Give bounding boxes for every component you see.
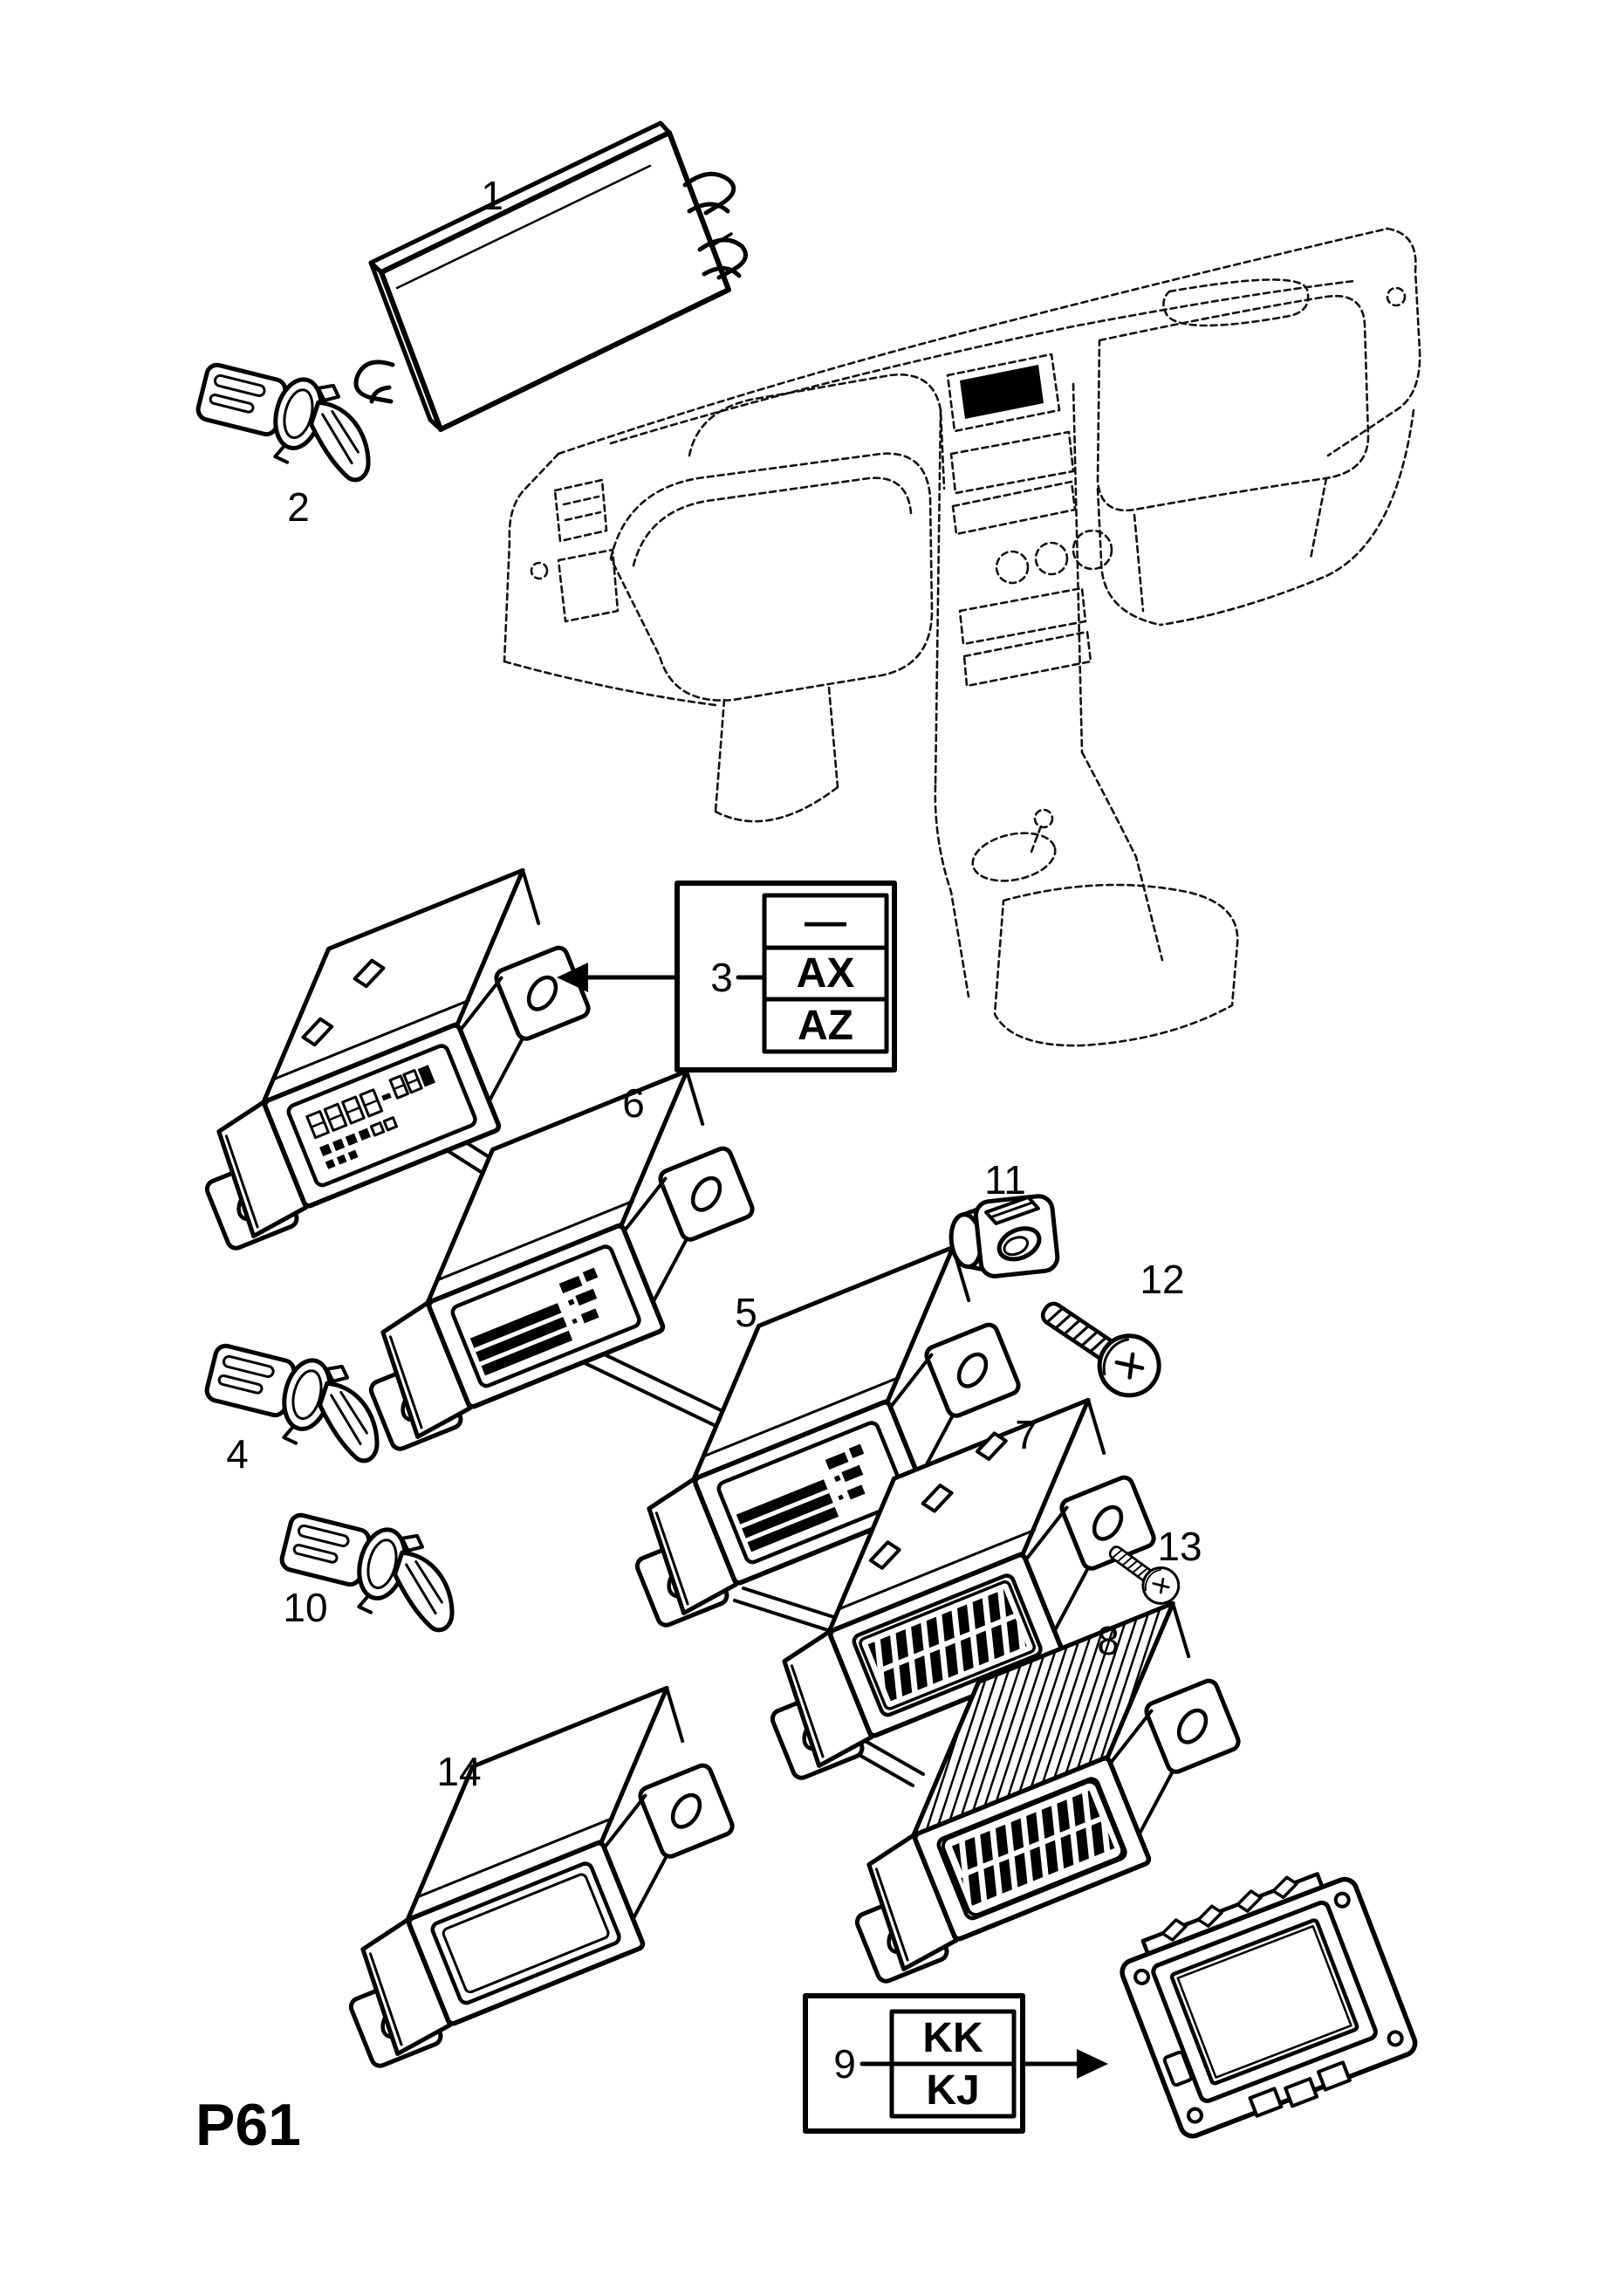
retainer-clip-icon [1161, 1875, 1298, 1942]
page-code: P61 [195, 2092, 301, 2158]
callout-11: 11 [984, 1157, 1026, 1203]
option-row-kk: KK [922, 2015, 983, 2061]
option-table-3 [762, 893, 889, 1054]
clock-segments-icon [305, 1065, 435, 1169]
part-13-screw: 13 [1099, 1524, 1202, 1612]
display-unit-9-nav [1120, 1872, 1418, 2139]
callout-3: 3 [710, 955, 733, 1000]
display-unit-8: 8 [791, 1600, 1273, 1984]
callout-12: 12 [1140, 1257, 1184, 1302]
variant-box-3: 3 — AX AZ [557, 881, 897, 1073]
part-4-bulb-socket: 4 [199, 1336, 394, 1477]
part-11-clip-nut: 11 [948, 1157, 1060, 1278]
arrow-right-icon [1077, 2049, 1108, 2079]
part-1-display-lens: 1 [353, 120, 748, 432]
option-row-dash: — [805, 899, 846, 945]
option-row-kj: KJ [926, 2067, 979, 2114]
callout-2: 2 [287, 484, 310, 530]
callout-8: 8 [1097, 1618, 1120, 1663]
callout-7: 7 [1015, 1412, 1037, 1457]
lens-clip-icon [697, 237, 748, 280]
display-unit-clock [140, 867, 623, 1251]
callout-14: 14 [436, 1749, 481, 1794]
callout-9: 9 [833, 2041, 856, 2087]
retainer-clip-icon [868, 1431, 1008, 1570]
display-unit-14: 14 [284, 1684, 767, 2068]
callout-6: 6 [622, 1080, 645, 1126]
part-2-bulb-socket: 2 [190, 355, 385, 530]
display-unit-6: 6 [305, 1067, 787, 1451]
option-row-ax: AX [797, 950, 855, 997]
lens-clip-icon [353, 360, 395, 404]
callout-10: 10 [283, 1585, 327, 1630]
dashboard-illustration [503, 227, 1421, 1047]
display-location-slot [960, 365, 1044, 419]
retainer-clip-icon [301, 958, 386, 1047]
callout-4: 4 [226, 1431, 249, 1477]
part-10-bulb-socket: 10 [274, 1505, 469, 1633]
callout-5: 5 [735, 1290, 757, 1335]
callout-1: 1 [481, 173, 503, 218]
part-12-screw: 12 [1029, 1257, 1185, 1407]
arrow-left-icon [557, 963, 588, 992]
variant-box-9: 9 KK KJ [803, 1993, 1108, 2134]
callout-13: 13 [1157, 1524, 1202, 1569]
display-unit-7: 7 [704, 1393, 1188, 1781]
display-unit-5: 5 [571, 1244, 1053, 1628]
option-row-az: AZ [798, 1003, 853, 1049]
lens-clip-icon [682, 171, 736, 216]
